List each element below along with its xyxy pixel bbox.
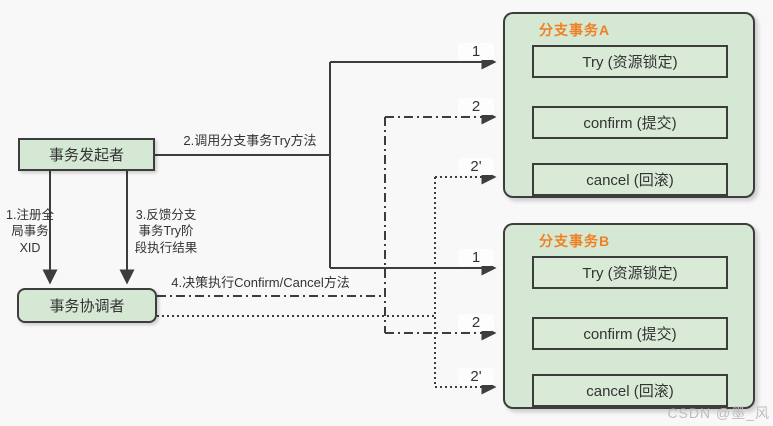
edge-cancel-trunk: [157, 177, 436, 387]
branch-a-title: 分支事务A: [539, 22, 611, 38]
edge-calltry-trunk: [155, 62, 331, 268]
branch-b-try-label: Try (资源锁定): [582, 265, 678, 282]
branch-b-step-try: Try (资源锁定): [532, 256, 728, 289]
csdn-watermark: CSDN @墨_风: [667, 405, 770, 421]
initiator-label: 事务发起者: [48, 147, 124, 164]
arrow-label-a-2prime: 2': [458, 158, 494, 175]
branch-b-cancel-label: cancel (回滚): [586, 383, 674, 400]
branch-a-try-label: Try (资源锁定): [582, 54, 678, 71]
edge-label-feedback: 3.反馈分支 事务Try阶 段执行结果: [134, 208, 198, 255]
branch-a-confirm-label: confirm (提交): [583, 115, 677, 132]
edge-label-register-xid: 1.注册全 局事务 XID: [6, 208, 54, 255]
edge-label-decide: 4.决策执行Confirm/Cancel方法: [171, 275, 350, 290]
node-transaction-coordinator: 事务协调者: [17, 288, 157, 323]
arrow-label-b-2prime: 2': [458, 368, 494, 385]
branch-a-cancel-label: cancel (回滚): [586, 172, 674, 189]
branch-b-title: 分支事务B: [539, 233, 611, 249]
arrow-label-b-1: 1: [458, 249, 494, 266]
edge-confirm-trunk: [157, 117, 386, 333]
node-branch-transaction-a: 分支事务A Try (资源锁定) confirm (提交) cancel (回滚…: [503, 12, 755, 198]
branch-a-step-cancel: cancel (回滚): [532, 163, 728, 196]
branch-b-step-cancel: cancel (回滚): [532, 374, 728, 407]
node-branch-transaction-b: 分支事务B Try (资源锁定) confirm (提交) cancel (回滚…: [503, 223, 755, 409]
node-transaction-initiator: 事务发起者: [18, 138, 155, 171]
arrow-label-a-2: 2: [458, 98, 494, 115]
arrow-label-b-2: 2: [458, 314, 494, 331]
edge-label-call-try: 2.调用分支事务Try方法: [183, 133, 317, 148]
branch-a-step-try: Try (资源锁定): [532, 45, 728, 78]
coordinator-label: 事务协调者: [49, 298, 125, 315]
arrow-label-a-1: 1: [458, 43, 494, 60]
branch-a-step-confirm: confirm (提交): [532, 106, 728, 139]
branch-b-step-confirm: confirm (提交): [532, 317, 728, 350]
branch-b-confirm-label: confirm (提交): [583, 326, 677, 343]
